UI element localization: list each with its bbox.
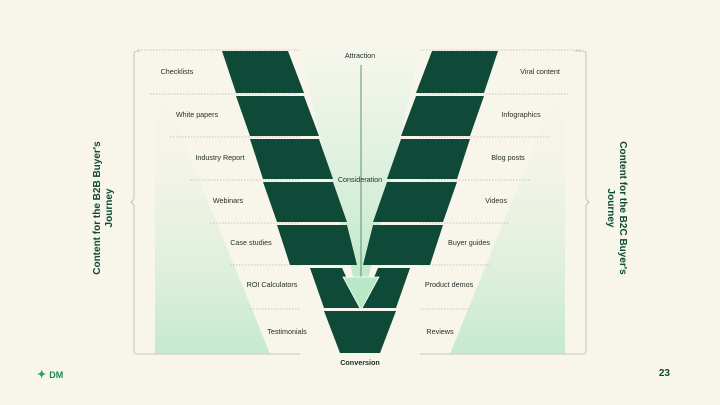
b2b-item: Checklists [160, 67, 194, 76]
right-gradient-wedge [450, 70, 565, 354]
b2c-item: Blog posts [491, 153, 525, 162]
right-guide-lines [420, 49, 582, 310]
stage-label-conversion: Conversion [340, 358, 380, 367]
b2b-item: White papers [175, 110, 219, 119]
b2c-item: Videos [485, 196, 507, 205]
b2b-item: Case studies [230, 238, 272, 247]
left-bracket [130, 50, 300, 355]
b2b-item: ROI Calculators [246, 280, 298, 289]
b2c-item: Viral content [520, 67, 560, 76]
b2c-side-title: Content for the B2C Buyer's Journey [605, 141, 628, 275]
center-arrow-head [342, 276, 380, 311]
brand-logo-text: DM [49, 369, 64, 380]
b2c-item: Product demos [424, 280, 474, 289]
stage-label-attraction: Attraction [344, 51, 376, 60]
brand-logo: ✦ DM [37, 368, 63, 381]
right-bracket [420, 50, 590, 355]
b2b-item: Webinars [212, 196, 244, 205]
stage-label-consideration: Consideration [337, 175, 383, 184]
b2c-item: Buyer guides [448, 238, 490, 247]
left-funnel-bands [222, 51, 361, 308]
left-gradient-wedge [155, 70, 270, 354]
left-guide-lines [138, 49, 300, 310]
b2b-item: Industry Report [195, 153, 245, 162]
b2c-item: Reviews [426, 327, 454, 336]
b2c-item: Infographics [501, 110, 541, 119]
right-funnel-bands [361, 51, 498, 308]
b2b-side-title: Content for the B2B Buyer's Journey [92, 141, 115, 275]
page-number: 23 [658, 368, 670, 379]
center-gradient-wedge [300, 50, 420, 310]
b2b-item: Testimonials [267, 327, 307, 336]
conversion-block [324, 311, 396, 353]
sparkle-icon: ✦ [37, 369, 47, 381]
